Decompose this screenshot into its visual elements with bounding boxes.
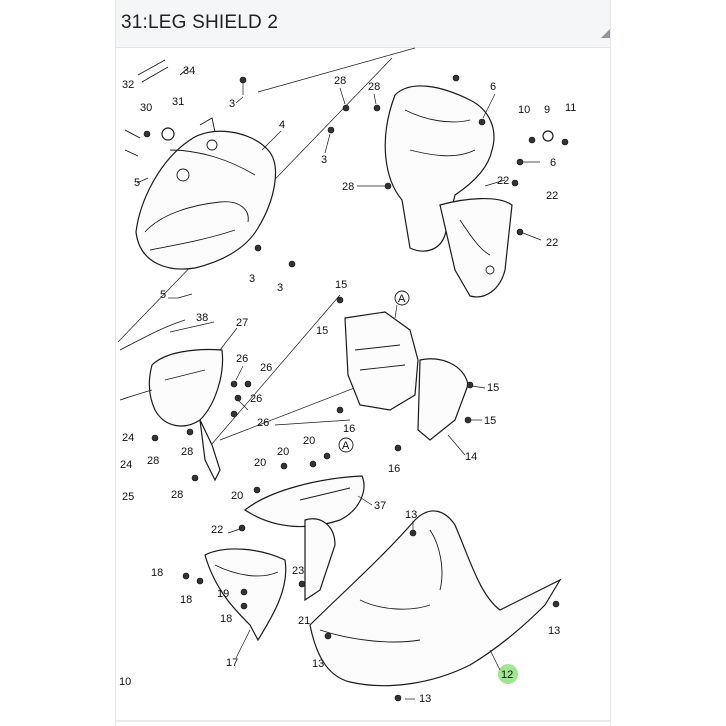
inner-panel-part — [327, 74, 569, 298]
callout-34: 34 — [183, 65, 195, 77]
side-cover-part — [119, 319, 252, 482]
footboard-part — [298, 510, 562, 702]
callout-5b: 5 — [160, 289, 166, 301]
callout-17: 17 — [226, 657, 238, 669]
callout-13d: 13 — [419, 693, 431, 705]
callout-32: 32 — [122, 79, 134, 91]
callout-28f: 28 — [171, 489, 183, 501]
callout-13a: 13 — [405, 509, 417, 521]
callout-14: 14 — [465, 451, 477, 463]
leader-lines — [136, 87, 542, 700]
callout-13c: 13 — [548, 625, 560, 637]
callout-22b: 22 — [546, 190, 558, 202]
reference-marker-a-bottom — [338, 437, 354, 453]
callout-28e: 28 — [181, 446, 193, 458]
callout-20a: 20 — [303, 435, 315, 447]
callout-9: 9 — [544, 104, 550, 116]
frame-right-border — [610, 0, 611, 726]
callout-25: 25 — [122, 491, 134, 503]
callout-3c: 3 — [277, 282, 283, 294]
callout-16a: 16 — [343, 423, 355, 435]
callout-10: 10 — [518, 104, 530, 116]
reference-marker-a-top — [394, 290, 410, 306]
callout-4: 4 — [279, 119, 285, 131]
lower-left-panel-part — [182, 548, 287, 642]
callout-27: 27 — [236, 317, 248, 329]
frame-left-border — [115, 0, 116, 726]
callout-3b: 3 — [249, 273, 255, 285]
bracket-part — [336, 296, 474, 452]
callout-24b: 24 — [120, 459, 132, 471]
callout-28d: 28 — [147, 455, 159, 467]
callout-26d: 26 — [257, 417, 269, 429]
highlight-marker — [498, 664, 518, 684]
callout-20b: 20 — [277, 446, 289, 458]
callout-15d: 15 — [484, 415, 496, 427]
callout-20d: 20 — [231, 490, 243, 502]
front-panel-part — [238, 452, 365, 532]
callout-22a: 22 — [497, 175, 509, 187]
callout-21: 21 — [298, 615, 310, 627]
callout-38: 38 — [196, 312, 208, 324]
callout-31: 31 — [172, 96, 184, 108]
callout-24a: 24 — [122, 432, 134, 444]
callout-a-bottom: A — [342, 440, 350, 452]
callout-28b: 28 — [368, 81, 380, 93]
callout-16b: 16 — [388, 463, 400, 475]
callout-3a: 3 — [229, 98, 235, 110]
callout-18a: 18 — [151, 567, 163, 579]
callout-6b: 6 — [550, 157, 556, 169]
frame-bottom-border — [115, 720, 611, 722]
callout-15b: 15 — [316, 325, 328, 337]
callout-a-top: A — [398, 293, 406, 305]
front-cover-part — [135, 117, 277, 270]
callout-6a: 6 — [490, 81, 496, 93]
callout-19: 19 — [217, 588, 229, 600]
callout-15c: 15 — [487, 382, 499, 394]
page-title: 31:LEG SHIELD 2 — [121, 12, 279, 33]
callout-30: 30 — [140, 102, 152, 114]
callout-18b: 18 — [180, 594, 192, 606]
callout-22c: 22 — [546, 237, 558, 249]
callout-12: 12 — [501, 669, 513, 681]
callout-26b: 26 — [260, 362, 272, 374]
callout-20c: 20 — [254, 457, 266, 469]
callout-13b: 13 — [312, 658, 324, 670]
callout-22d: 22 — [211, 524, 223, 536]
top-left-hardware — [124, 59, 296, 299]
corner-fold-icon — [601, 28, 611, 38]
callout-26a: 26 — [236, 353, 248, 365]
callout-labels: 32 34 30 31 3 4 5 3 3 5 28 28 6 10 9 11 … — [119, 65, 576, 705]
callout-26c: 26 — [250, 393, 262, 405]
callout-37: 37 — [374, 500, 386, 512]
callout-28c: 28 — [342, 181, 354, 193]
callout-18c: 18 — [220, 613, 232, 625]
callout-11: 11 — [565, 102, 576, 114]
callout-3d: 3 — [321, 154, 327, 166]
callout-28a: 28 — [334, 75, 346, 87]
callout-15a: 15 — [335, 279, 347, 291]
diagram-header: 31:LEG SHIELD 2 — [115, 0, 611, 48]
callout-23: 23 — [292, 565, 304, 577]
callout-10b: 10 — [119, 676, 131, 688]
